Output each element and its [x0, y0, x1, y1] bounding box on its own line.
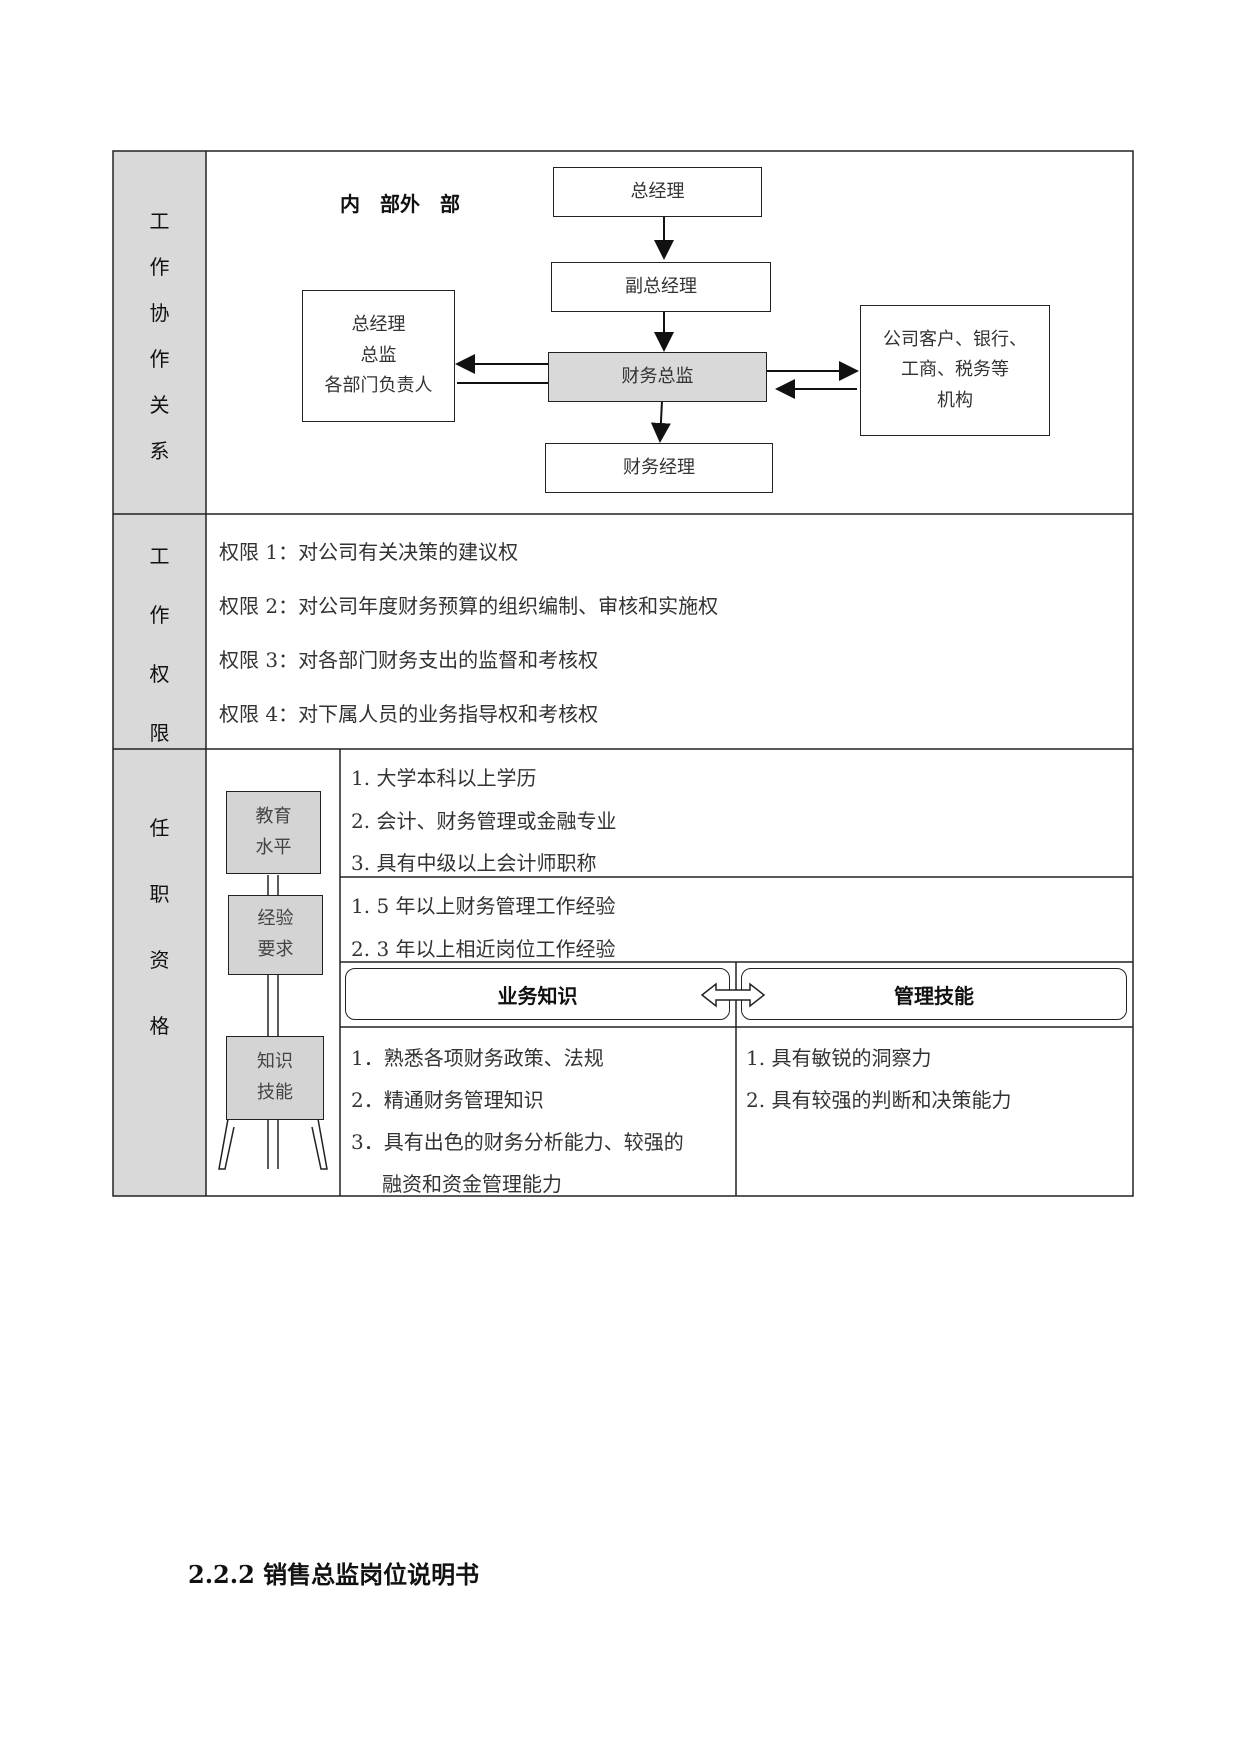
- business-knowledge-header: 业务知识: [345, 968, 730, 1020]
- qualification-label-char: 任: [149, 816, 170, 840]
- external-party: 公司客户、银行、: [883, 328, 1027, 350]
- double-arrow-icon: [700, 982, 766, 1008]
- internal-party: 总经理: [351, 314, 406, 336]
- education-item: 2. 会计、财务管理或金融专业: [351, 809, 617, 833]
- skills-label: 知识: [257, 1051, 293, 1073]
- knowledge-skills-box: 知识 技能: [226, 1036, 324, 1120]
- skills-label: 技能: [257, 1082, 293, 1103]
- experience-item: 1. 5 年以上财务管理工作经验: [351, 894, 616, 918]
- section-heading: 2.2.2 销售总监岗位说明书: [188, 1560, 480, 1589]
- authority-label-char: 工: [149, 544, 170, 568]
- collab-section-label: 工 作 协 作 关 系: [113, 205, 206, 481]
- authority-item: 权限 1：对公司有关决策的建议权: [219, 540, 519, 564]
- authority-label-char: 作: [149, 603, 170, 627]
- business-knowledge-item: 2．精通财务管理知识: [351, 1088, 544, 1112]
- authority-item: 权限 2：对公司年度财务预算的组织编制、审核和实施权: [219, 594, 719, 618]
- qualification-section-label: 任 职 资 格: [113, 812, 206, 1076]
- external-party: 机构: [937, 389, 973, 411]
- qualification-label-char: 职: [149, 882, 170, 906]
- qualification-label-char: 资: [149, 948, 170, 972]
- collab-label-char: 关: [149, 393, 170, 417]
- easel-graphic: [218, 875, 328, 1170]
- collab-label-char: 作: [149, 255, 170, 279]
- internal-party: 各部门负责人: [324, 375, 433, 397]
- experience-label: 要求: [257, 939, 294, 960]
- deputy-general-manager-box: 副总经理: [551, 262, 771, 312]
- authority-section-label: 工 作 权 限: [113, 540, 206, 776]
- experience-requirement-box: 经验 要求: [228, 895, 323, 975]
- experience-item: 2. 3 年以上相近岗位工作经验: [351, 937, 616, 961]
- authority-label-char: 限: [149, 721, 170, 745]
- authority-item: 权限 3：对各部门财务支出的监督和考核权: [219, 648, 599, 672]
- finance-manager-box: 财务经理: [545, 443, 773, 493]
- external-party: 工商、税务等: [901, 359, 1009, 381]
- management-skills-header: 管理技能: [741, 968, 1127, 1020]
- education-item: 1. 大学本科以上学历: [351, 766, 537, 790]
- business-knowledge-item: 1．熟悉各项财务政策、法规: [351, 1046, 604, 1070]
- education-label: 水平: [255, 836, 292, 858]
- experience-label: 经验: [257, 908, 294, 930]
- management-skill-item: 1. 具有敏锐的洞察力: [746, 1046, 932, 1070]
- org-chart-arrows: [455, 217, 859, 443]
- education-item: 3. 具有中级以上会计师职称: [351, 851, 597, 875]
- education-label: 教育: [255, 805, 292, 827]
- collab-label-char: 工: [149, 209, 170, 233]
- business-knowledge-item: 融资和资金管理能力: [382, 1172, 562, 1196]
- finance-director-box: 财务总监: [548, 352, 767, 402]
- general-manager-box: 总经理: [553, 167, 762, 217]
- external-parties-box: 公司客户、银行、 工商、税务等 机构: [860, 305, 1050, 436]
- qualification-label-char: 格: [149, 1014, 170, 1038]
- internal-party: 总监: [360, 344, 397, 366]
- business-knowledge-item: 3．具有出色的财务分析能力、较强的: [351, 1130, 684, 1154]
- collab-label-char: 系: [149, 439, 170, 463]
- collab-label-char: 协: [149, 301, 170, 325]
- management-skill-item: 2. 具有较强的判断和决策能力: [746, 1088, 1012, 1112]
- education-level-box: 教育 水平: [226, 791, 321, 874]
- internal-parties-box: 总经理 总监 各部门负责人: [302, 290, 455, 422]
- authority-item: 权限 4：对下属人员的业务指导权和考核权: [219, 702, 599, 726]
- authority-label-char: 权: [149, 662, 170, 686]
- internal-external-label: 内 部外 部: [340, 192, 460, 216]
- collab-label-char: 作: [149, 347, 170, 371]
